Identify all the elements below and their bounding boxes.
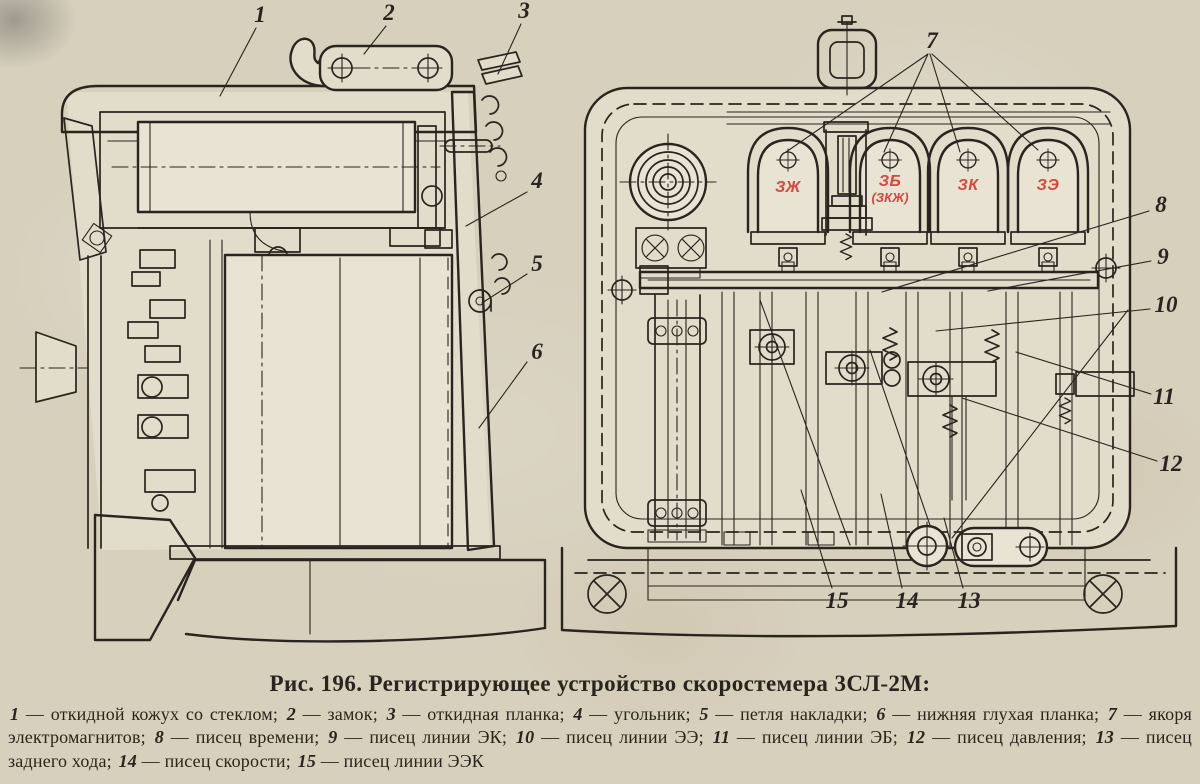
legend-item: 12 — писец давления;: [906, 727, 1094, 748]
svg-text:2: 2: [382, 0, 395, 25]
pen-mechanisms: [647, 291, 1135, 546]
label-ze: ЗЭ: [1037, 177, 1060, 194]
left-mechanism: [127, 239, 223, 549]
legend-item: 9 — писец линии ЭК;: [328, 727, 514, 748]
legend-item: 11 — писец линии ЭБ;: [712, 727, 905, 748]
svg-text:10: 10: [1155, 292, 1179, 317]
legend-item: 10 — писец линии ЭЭ;: [515, 727, 711, 748]
svg-text:13: 13: [958, 588, 981, 613]
eb-pen-block: [1075, 371, 1135, 397]
ratchet-tower: [821, 121, 873, 261]
legend-item-number: 13: [1095, 727, 1114, 748]
svg-text:7: 7: [926, 28, 939, 53]
tape-compartment: [223, 253, 454, 550]
svg-text:8: 8: [1155, 192, 1167, 217]
legend-item: 8 — писец времени;: [154, 727, 327, 748]
legend-item: 15 — писец линии ЭЭК: [297, 750, 485, 771]
legend-item-number: 8: [154, 727, 164, 748]
drum-assembly: [99, 111, 501, 266]
legend-item-number: 10: [515, 727, 535, 748]
callout-11: 11: [1015, 351, 1175, 409]
legend-item-number: 3: [386, 704, 396, 724]
carrying-handle: [816, 15, 878, 96]
legend-item-number: 11: [712, 727, 731, 748]
label-zk: ЗК: [957, 177, 979, 194]
callout-5: 5: [481, 251, 543, 304]
callout-15: 15: [800, 489, 849, 613]
legend-item-number: 14: [118, 750, 137, 771]
coil: [619, 133, 717, 279]
cover-left-wall: [63, 117, 107, 261]
legend-item: 6 — нижняя глухая планка;: [876, 704, 1106, 724]
callout-12: 12: [961, 397, 1183, 476]
legend-item-number: 4: [573, 704, 583, 724]
legend-item-number: 1: [10, 704, 20, 724]
legend-item: 14 — писец скорости;: [118, 750, 296, 771]
legend-item-number: 12: [906, 727, 926, 748]
callout-9: 9: [987, 244, 1169, 292]
callout-2: 2: [363, 0, 395, 55]
callouts: 1 2 3 4 5 6 7 8 9 10 11 12 13 14 15: [219, 0, 1183, 613]
figure-legend: 1 — откидной кожух со стеклом; 2 — замок…: [8, 703, 1192, 773]
label-zkzh: (ЗКЖ): [871, 190, 908, 205]
label-zb: ЗБ: [879, 173, 902, 190]
hinge-loop: [468, 253, 511, 313]
left-foot-screw: [587, 574, 627, 614]
wall-latch: [81, 222, 113, 254]
svg-text:14: 14: [896, 588, 919, 613]
label-zzh: ЗЖ: [775, 179, 801, 196]
legend-item: 3 — откидная планка;: [386, 704, 572, 724]
legend-item-number: 9: [328, 727, 338, 748]
reverse-link: [902, 521, 1049, 571]
figure-caption: Рис. 196. Регистрирующее устройство скор…: [269, 671, 931, 696]
callout-13: 13: [943, 517, 981, 613]
electromagnets: ЗЖ ЗБ (ЗКЖ) ЗК ЗЭ: [748, 128, 1088, 272]
callout-3: 3: [497, 0, 530, 75]
figure-drawing-area: ЗЖ ЗБ (ЗКЖ) ЗК ЗЭ: [19, 0, 1183, 643]
svg-text:11: 11: [1153, 384, 1175, 409]
mounting-base: [560, 546, 1178, 638]
left-drawing-side-section: [19, 37, 547, 643]
callout-4: 4: [465, 168, 543, 227]
hinged-strip: [477, 51, 523, 182]
legend-item: 5 — петля накладки;: [699, 704, 875, 724]
legend-item: 13 — писец заднего хода;: [8, 727, 1192, 771]
legend-item-number: 5: [699, 704, 709, 724]
callout-6: 6: [478, 339, 543, 429]
legend-item-number: 2: [286, 704, 296, 724]
left-wall: [87, 255, 102, 549]
lock: [289, 37, 454, 92]
left-base: [93, 513, 547, 643]
legend-item-number: 7: [1107, 704, 1118, 724]
callout-1: 1: [219, 2, 266, 97]
legend-item: 4 — угольник;: [573, 704, 698, 724]
legend-item-number: 15: [297, 750, 317, 771]
svg-text:4: 4: [530, 168, 543, 193]
time-pen-bar: [638, 265, 1100, 295]
legend-item: 2 — замок;: [286, 704, 385, 724]
svg-text:15: 15: [826, 588, 849, 613]
svg-text:1: 1: [254, 2, 266, 27]
svg-text:3: 3: [517, 0, 530, 23]
svg-text:12: 12: [1160, 451, 1183, 476]
callout-10: 10: [935, 292, 1179, 332]
callout-14: 14: [880, 493, 919, 613]
svg-text:6: 6: [531, 339, 543, 364]
left-boss: [19, 331, 89, 403]
right-foot-screw: [1083, 574, 1123, 614]
legend-item: 7 — якоря электромагнитов;: [8, 704, 1192, 748]
svg-text:9: 9: [1157, 244, 1169, 269]
legend-item-number: 6: [876, 704, 886, 724]
legend-item: 1 — откидной кожух со стеклом;: [10, 704, 285, 724]
callout-7: 7: [785, 28, 1039, 153]
callout-8: 8: [881, 192, 1167, 293]
right-drawing-front-view: ЗЖ ЗБ (ЗКЖ) ЗК ЗЭ: [560, 15, 1178, 638]
svg-text:5: 5: [531, 251, 543, 276]
